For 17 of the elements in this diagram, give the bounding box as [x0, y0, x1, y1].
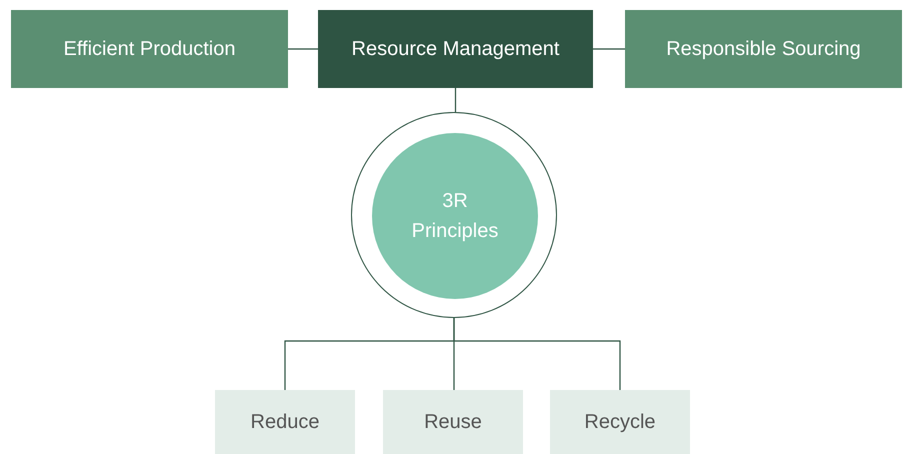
connector-line — [454, 88, 456, 112]
label-box — [215, 390, 355, 454]
label-box — [550, 390, 690, 454]
connector-line — [453, 318, 621, 390]
label-box — [11, 10, 288, 88]
label-box — [318, 10, 593, 88]
node-label: Resource Management — [352, 37, 560, 62]
node-label: Responsible Sourcing — [666, 37, 861, 62]
label-box — [383, 390, 523, 454]
node-label: Reduce — [250, 410, 320, 435]
node-label: Recycle — [584, 410, 656, 435]
label-box — [625, 10, 902, 88]
connector-line — [288, 48, 318, 50]
node-label: 3R Principles — [410, 189, 500, 244]
node-label: Efficient Production — [64, 37, 236, 62]
node-label: Reuse — [424, 410, 482, 435]
connector-line — [593, 48, 625, 50]
